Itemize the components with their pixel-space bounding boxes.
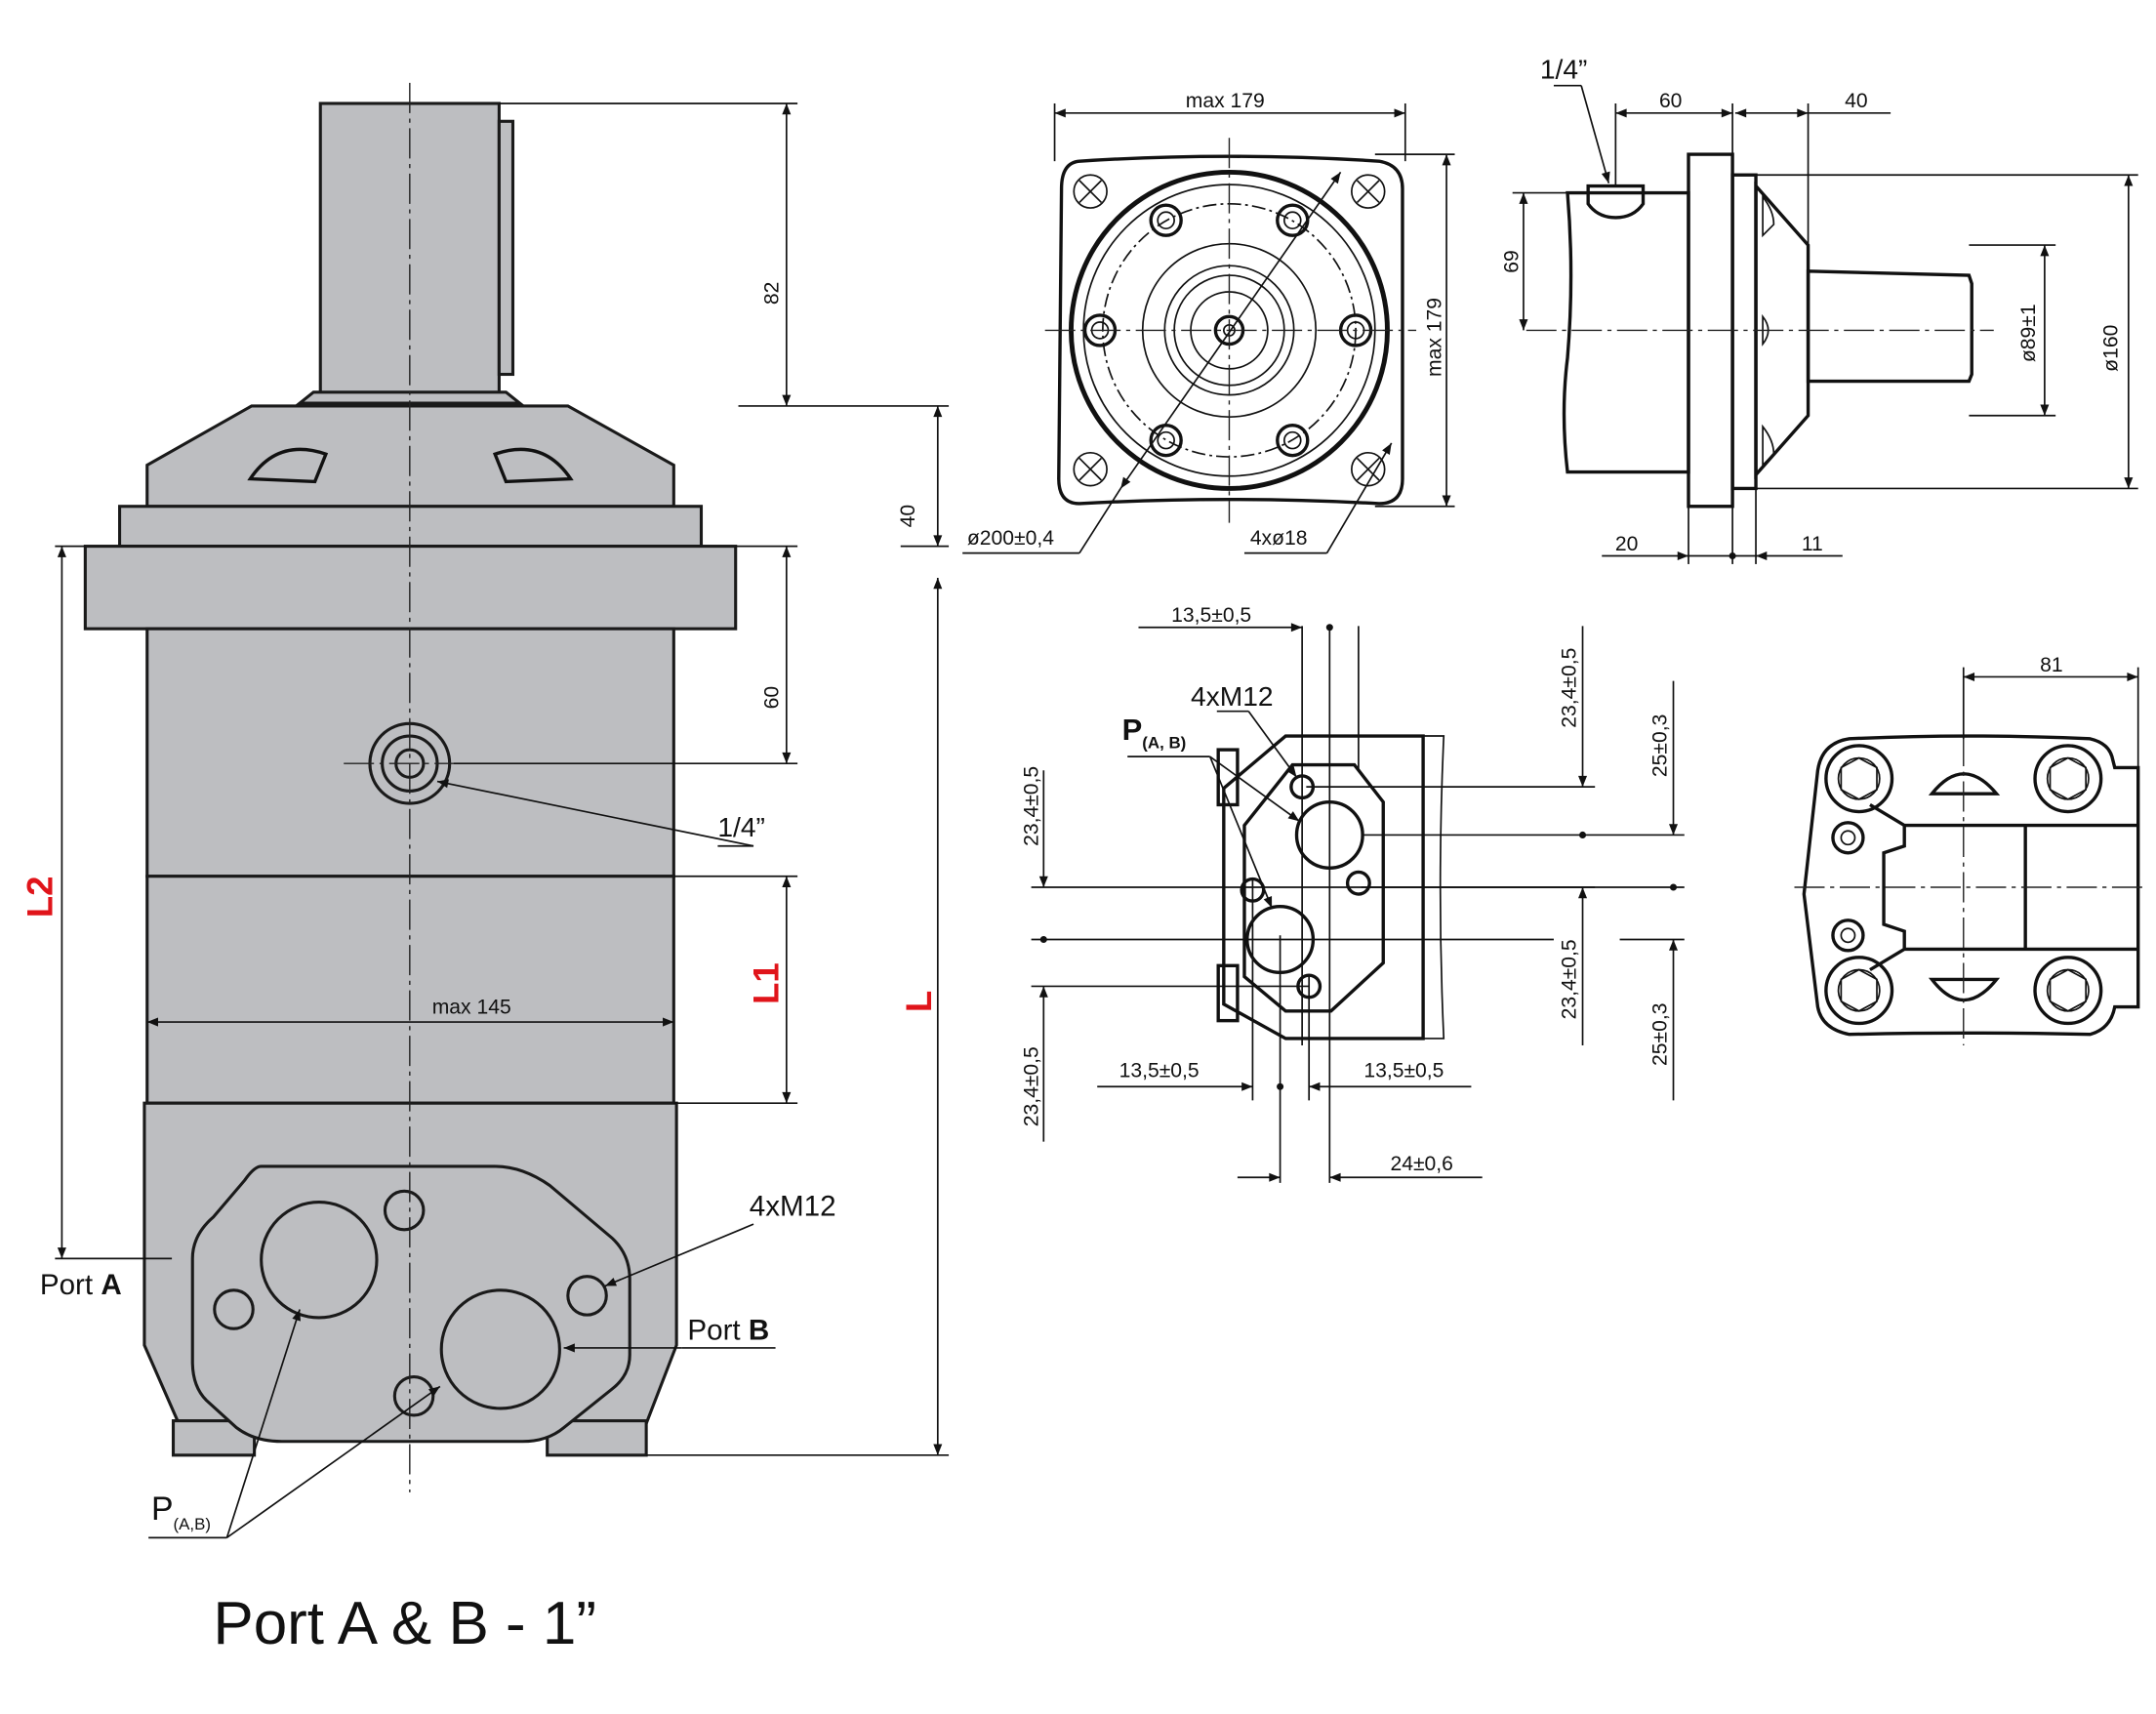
mount-threads-label: 4xM12 <box>750 1191 836 1223</box>
dim-drain-60: 60 <box>760 686 783 710</box>
front-view: max 179 max 179 ø200±0,4 4xø18 <box>962 90 1455 554</box>
profile-drain-port: 1/4” <box>1540 54 1588 85</box>
label-L: L <box>899 991 939 1012</box>
dim-bottom-right: 13,5±0,5 <box>1363 1059 1444 1081</box>
port-face-view: 13,5±0,5 4xM12 P(A, B) 23,4±0,5 23,4±0,5… <box>1021 604 1685 1183</box>
label-L1: L1 <box>746 962 786 1004</box>
dim-v-right-top: 23,4±0,5 <box>1558 648 1580 728</box>
caption: Port A & B - 1” <box>213 1590 596 1657</box>
dim-bolt-circle: ø200±0,4 <box>967 527 1054 550</box>
dim-max-145: max 145 <box>432 997 511 1019</box>
dim-flange-40: 40 <box>897 505 919 528</box>
port-face-threads: 4xM12 <box>1191 680 1274 712</box>
dim-bottom-left: 13,5±0,5 <box>1119 1059 1200 1081</box>
dim-v-left-top: 23,4±0,5 <box>1021 766 1043 846</box>
corner-holes <box>1073 174 1386 487</box>
dim-60: 60 <box>1659 90 1683 112</box>
p-ab-label: P(A,B) <box>151 1490 211 1533</box>
dim-v-left-bottom: 23,4±0,5 <box>1021 1046 1043 1126</box>
bolt-heads <box>1824 744 2103 1026</box>
label-L2: L2 <box>20 876 61 918</box>
dim-max-179-height: max 179 <box>1423 298 1445 377</box>
dim-port-bottom: 25±0,3 <box>1648 1003 1671 1066</box>
port-a-label: Port A <box>40 1269 122 1301</box>
port-face-p-label: P(A, B) <box>1122 713 1187 752</box>
dim-max-179-width: max 179 <box>1186 90 1265 112</box>
profile-view: 1/4” 60 40 69 ø89±1 ø160 20 11 <box>1500 54 2138 564</box>
dim-20: 20 <box>1615 533 1639 555</box>
dim-spacing: 24±0,6 <box>1390 1153 1452 1175</box>
port-b-label: Port B <box>687 1314 769 1346</box>
dim-40: 40 <box>1845 90 1868 112</box>
dim-69: 69 <box>1500 250 1523 273</box>
dim-11: 11 <box>1802 533 1823 555</box>
dim-shaft-82: 82 <box>760 282 783 306</box>
dim-81: 81 <box>2040 654 2063 676</box>
dim-top-offset: 13,5±0,5 <box>1171 604 1251 627</box>
end-view: 81 <box>1794 654 2145 1046</box>
dim-pilot: ø89±1 <box>2017 304 2040 362</box>
dim-holes: 4xø18 <box>1250 527 1308 550</box>
drain-port-label: 1/4” <box>717 811 765 842</box>
dim-flange-dia: ø160 <box>2100 325 2123 372</box>
dim-v-right-bottom: 23,4±0,5 <box>1558 939 1580 1019</box>
dim-port-top: 25±0,3 <box>1648 714 1671 777</box>
motor-side-view: 82 40 60 1/4” L1 L L2 max 145 4xM12 Port… <box>20 82 950 1539</box>
